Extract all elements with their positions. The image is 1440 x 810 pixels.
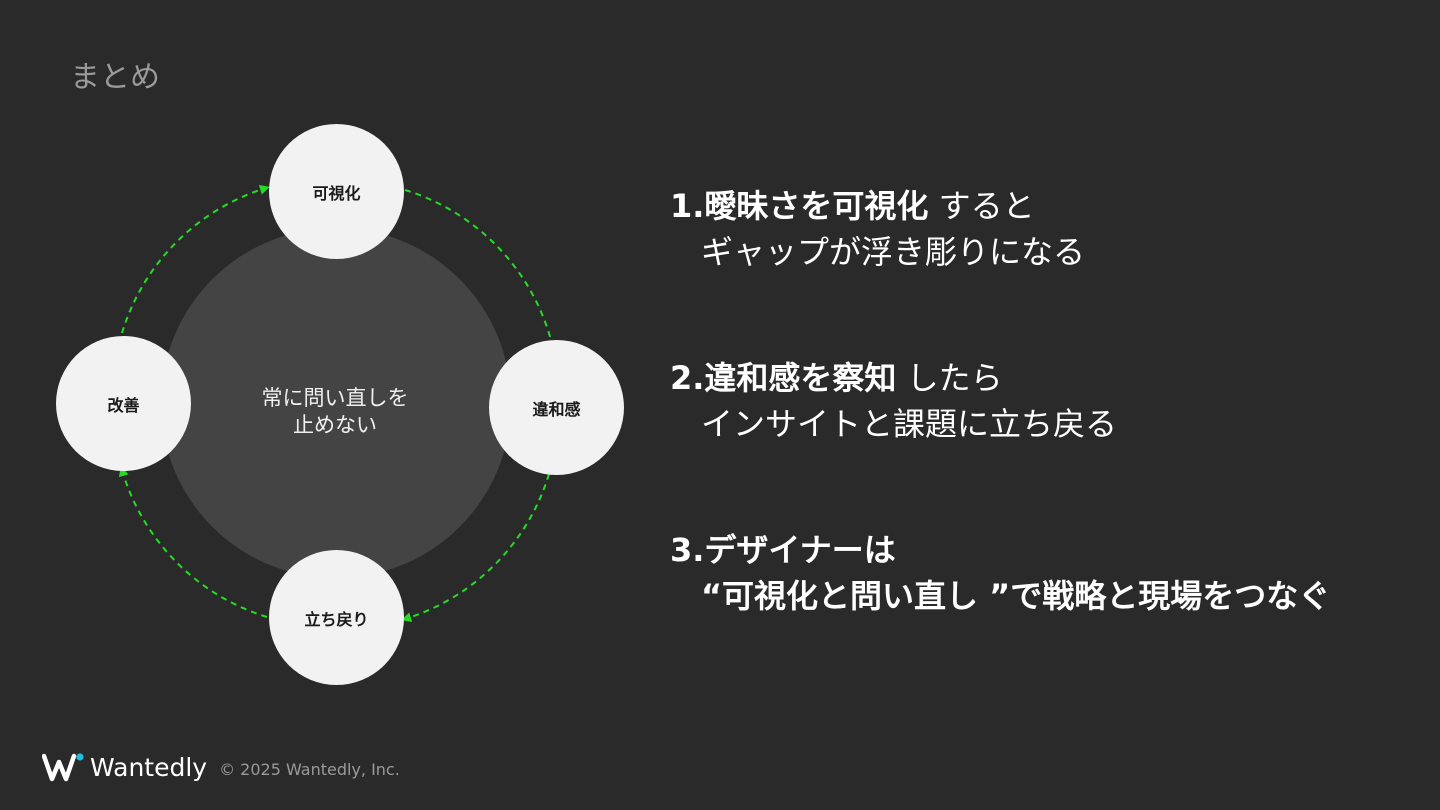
node-return-label: 立ち戻り — [304, 609, 369, 629]
center-label-line1: 常に問い直しを — [261, 386, 409, 410]
footer: Wantedly © 2025 Wantedly, Inc. — [42, 752, 400, 782]
cycle-arrow-bottom-to-left — [118, 466, 268, 618]
node-discomfort: 違和感 — [489, 340, 624, 475]
node-visualize: 可視化 — [269, 124, 404, 259]
node-discomfort-label: 違和感 — [532, 399, 581, 419]
cycle-arrow-top-to-right — [404, 189, 552, 341]
center-label-line2: 止めない — [293, 413, 377, 437]
point-2-rest: したら — [896, 359, 1003, 397]
cycle-arrow-right-to-bottom — [401, 473, 550, 622]
wantedly-logo-icon — [42, 753, 84, 782]
point-1-strong: 曖昧さを可視化 — [704, 187, 929, 225]
slide-title: まとめ — [70, 60, 160, 95]
node-return: 立ち戻り — [269, 550, 404, 685]
copyright: © 2025 Wantedly, Inc. — [219, 759, 400, 779]
point-1-line2: ギャップが浮き彫りになる — [701, 233, 1086, 271]
point-3-number: 3. — [670, 531, 705, 569]
center-label: 常に問い直しを 止めない — [190, 385, 480, 439]
point-3: 3.デザイナーは “可視化と問い直し ”で戦略と現場をつなぐ — [670, 527, 1410, 619]
point-1-number: 1. — [670, 187, 705, 225]
point-2-line2: インサイトと課題に立ち戻る — [701, 405, 1118, 443]
cycle-diagram — [118, 185, 552, 622]
point-1: 1.曖昧さを可視化 すると ギャップが浮き彫りになる — [670, 183, 1410, 275]
node-improve: 改善 — [56, 336, 191, 471]
point-3-strong: デザイナーは — [704, 531, 896, 569]
point-1-rest: すると — [928, 187, 1035, 225]
point-2-strong: 違和感を察知 — [704, 359, 897, 397]
point-3-line2: “可視化と問い直し ”で戦略と現場をつなぐ — [701, 577, 1331, 615]
node-visualize-label: 可視化 — [312, 183, 361, 203]
brand-name: Wantedly — [90, 752, 208, 782]
point-2: 2.違和感を察知 したら インサイトと課題に立ち戻る — [670, 355, 1410, 447]
center-circle — [161, 228, 511, 578]
node-improve-label: 改善 — [107, 395, 140, 415]
point-2-number: 2. — [670, 359, 705, 397]
cycle-arrow-left-to-top — [121, 185, 270, 334]
